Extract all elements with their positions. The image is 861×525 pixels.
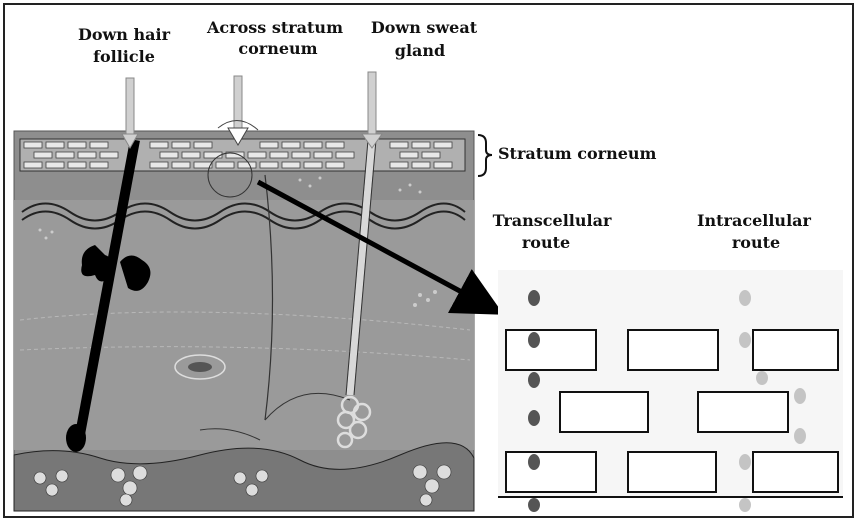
- corneocyte: [627, 451, 717, 493]
- intracellular-label-1: Intracellular: [697, 211, 811, 230]
- corneocyte: [559, 391, 649, 433]
- hair-follicle-label-2: follicle: [93, 47, 155, 66]
- corneocyte: [752, 451, 839, 493]
- corneocyte: [752, 329, 839, 371]
- hair-follicle: [66, 139, 151, 452]
- transcellular-label-1: Transcellular: [493, 211, 612, 230]
- corneocyte: [627, 329, 719, 371]
- sweat-gland-label-2: gland: [395, 41, 445, 60]
- corneocyte: [505, 329, 597, 371]
- zoom-arrow: [256, 179, 504, 315]
- corneocyte: [697, 391, 789, 433]
- stratum-route-label-2: corneum: [238, 39, 317, 58]
- sweat-gland-label-1: Down sweat: [371, 18, 478, 37]
- intracellular-label-2: route: [732, 233, 780, 252]
- intracellular-molecules: [739, 290, 806, 512]
- stratum-route-label-1: Across stratum: [206, 18, 343, 37]
- transcellular-molecules: [528, 290, 540, 512]
- stratum-corneum-label: Stratum corneum: [498, 144, 657, 163]
- dermis-layer: [14, 200, 474, 450]
- dermal-epidermal-junction: [21, 202, 466, 222]
- hair-follicle-label-1: Down hair: [78, 25, 171, 44]
- sweat-gland: [336, 139, 377, 449]
- stratum-corneum-layer: [19, 138, 466, 172]
- magnified-panel: [498, 270, 843, 512]
- transcellular-label-2: route: [522, 233, 570, 252]
- corneocyte: [505, 451, 597, 493]
- fat-layer: [13, 442, 475, 512]
- stratum-corneum-bracket: [477, 134, 493, 177]
- route-arrows: [121, 71, 383, 150]
